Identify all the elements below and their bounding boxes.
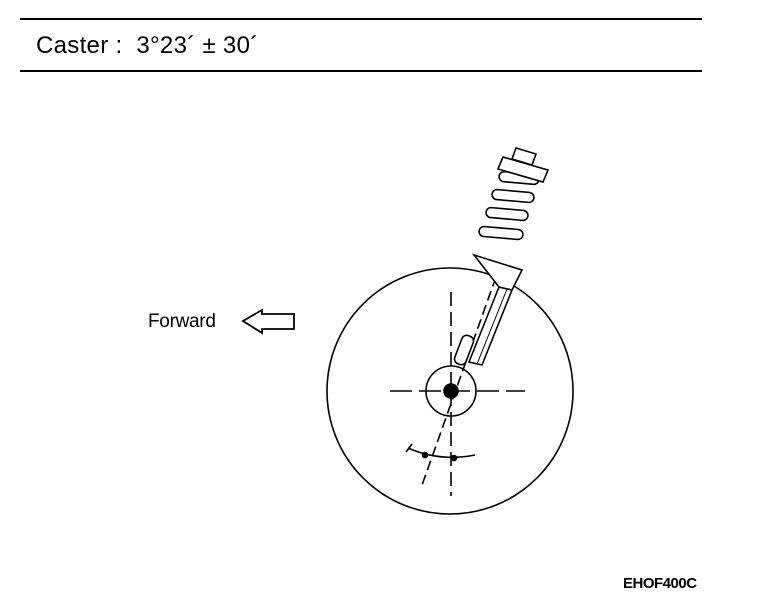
caster-angle-arc	[407, 447, 476, 459]
strut-tube	[467, 286, 514, 366]
arc-point-vertical	[450, 454, 458, 462]
spring-coil	[478, 225, 524, 241]
spec-header: Caster : 3°23´ ± 30´	[20, 18, 702, 72]
spring-coil	[485, 206, 529, 222]
spec-label: Caster	[36, 32, 109, 59]
arc-point-axis	[421, 451, 429, 459]
wheel-hub	[425, 365, 477, 417]
spec-separator: :	[115, 32, 123, 59]
spring-coil	[491, 188, 535, 204]
strut-assembly	[453, 147, 550, 366]
steering-axis-line	[420, 276, 497, 489]
forward-label: Forward	[148, 311, 216, 332]
strut-lower-mount	[453, 334, 475, 366]
arc-tick-left	[405, 443, 413, 453]
wheel-outline	[326, 267, 574, 515]
upper-mount-plate	[496, 156, 550, 183]
spec-value: 3°23´ ± 30´	[136, 32, 259, 59]
strut-tube-inner	[476, 288, 508, 365]
hub-center	[443, 383, 459, 399]
figure-code: EHOF400C	[623, 575, 697, 592]
arrow-left-outline-icon	[241, 308, 295, 335]
upper-mount-nut	[510, 147, 538, 166]
spring-lower-seat	[471, 253, 524, 291]
caster-spec: Caster : 3°23´ ± 30´	[36, 32, 259, 60]
